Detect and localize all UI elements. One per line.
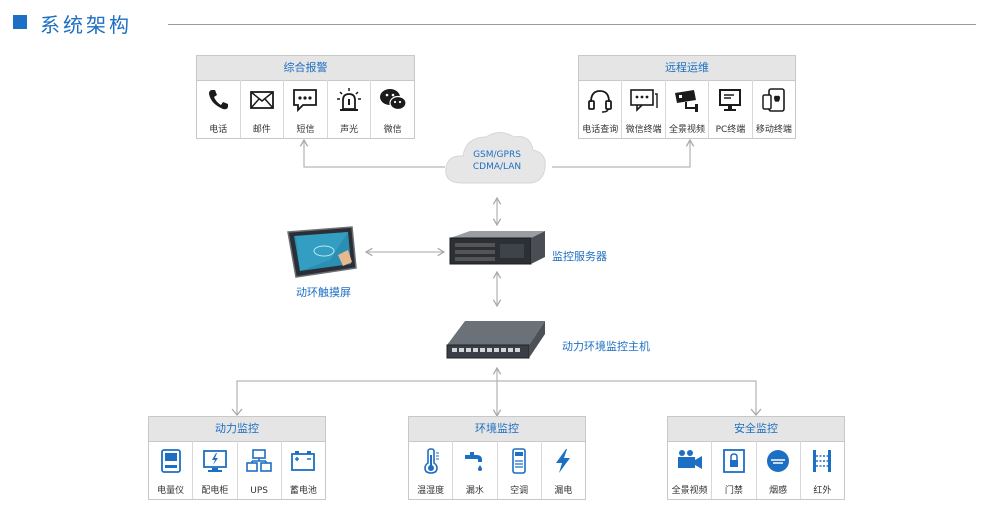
alarm-item-light: 声光 <box>328 80 372 138</box>
mobile-icon <box>762 88 785 112</box>
alarm-item-label: 邮件 <box>252 125 271 135</box>
thermometer-icon <box>423 448 439 474</box>
infrared-icon <box>813 450 832 472</box>
env-item-ac: 空调 <box>498 441 542 499</box>
alarm-item-sms: 短信 <box>284 80 328 138</box>
remote-item-label: 电话查询 <box>582 125 619 135</box>
wechat-icon <box>379 89 407 111</box>
env-item-thermo: 温湿度 <box>409 441 454 499</box>
power-item-label: UPS <box>250 486 268 496</box>
remote-item-camera: 全景视频 <box>666 80 710 138</box>
touchscreen-device <box>287 226 357 278</box>
video-camera-icon <box>677 450 702 469</box>
security-item-video: 全景视频 <box>668 441 713 499</box>
power-item-battery: 蓄电池 <box>282 441 325 499</box>
remote-item-label: 全景视频 <box>669 125 706 135</box>
power-item-label: 电量仪 <box>157 486 185 496</box>
monitor-icon <box>719 89 742 111</box>
alarm-item-label: 短信 <box>296 125 315 135</box>
panel-remote: 远程运维 电话查询 微信终端 <box>578 55 796 139</box>
power-item-meter: 电量仪 <box>149 441 194 499</box>
network-line-2: CDMA/LAN <box>472 162 522 172</box>
power-item-label: 配电柜 <box>201 486 229 496</box>
panel-security-title: 安全监控 <box>668 417 844 442</box>
title-marker <box>13 15 27 29</box>
power-item-ups: UPS <box>238 441 282 499</box>
host-label: 动力环境监控主机 <box>562 340 650 353</box>
security-item-door: 门禁 <box>712 441 757 499</box>
camera-icon <box>675 90 699 112</box>
door-lock-icon <box>722 449 745 473</box>
link-cloud-remote <box>552 138 695 168</box>
security-item-label: 全景视频 <box>671 486 708 496</box>
env-item-label: 漏电 <box>554 486 573 496</box>
remote-item-label: PC终端 <box>715 125 746 135</box>
mail-icon <box>249 91 274 109</box>
water-leak-icon <box>464 452 482 471</box>
alarm-item-mail: 邮件 <box>241 80 285 138</box>
remote-item-phone-query: 电话查询 <box>579 80 623 138</box>
touchscreen-label: 动环触摸屏 <box>296 286 351 299</box>
host-device <box>446 321 545 359</box>
panel-env-title: 环境监控 <box>409 417 585 442</box>
alarm-item-label: 微信 <box>383 125 402 135</box>
security-item-label: 烟感 <box>769 486 788 496</box>
link-cloud-alarm <box>299 138 445 168</box>
title-divider <box>168 24 976 25</box>
env-item-label: 温湿度 <box>417 486 445 496</box>
security-item-label: 红外 <box>813 486 832 496</box>
remote-item-label: 移动终端 <box>755 125 792 135</box>
alarm-item-label: 声光 <box>340 125 359 135</box>
alarm-light-icon <box>337 88 362 111</box>
panel-security: 安全监控 全景视频 门禁 烟感 <box>667 416 845 500</box>
ups-icon <box>246 449 272 472</box>
arrowhead-power <box>231 408 243 417</box>
arrowhead-security <box>750 408 762 417</box>
headset-icon <box>588 90 613 113</box>
alarm-item-phone: 电话 <box>197 80 241 138</box>
security-item-label: 门禁 <box>724 486 743 496</box>
sms-icon <box>293 89 318 113</box>
env-item-electric-leak: 漏电 <box>542 441 585 499</box>
env-item-label: 漏水 <box>465 486 484 496</box>
network-line-1: GSM/GPRS <box>473 150 521 160</box>
smoke-detector-icon <box>767 450 790 472</box>
panel-power: 动力监控 电量仪 配电柜 <box>148 416 326 500</box>
cloud-icon <box>445 132 546 184</box>
battery-icon <box>291 451 316 471</box>
power-item-label: 蓄电池 <box>289 486 317 496</box>
air-conditioner-icon <box>512 448 526 474</box>
alarm-item-wechat: 微信 <box>371 80 414 138</box>
security-item-infrared: 红外 <box>801 441 844 499</box>
remote-item-label: 微信终端 <box>625 125 662 135</box>
panel-alarm: 综合报警 电话 邮件 短信 <box>196 55 415 139</box>
lightning-icon <box>556 449 571 473</box>
env-item-label: 空调 <box>510 486 529 496</box>
power-item-cabinet: 配电柜 <box>193 441 238 499</box>
distribution-cabinet-icon <box>202 450 227 472</box>
server-label: 监控服务器 <box>552 250 607 263</box>
network-label: GSM/GPRS CDMA/LAN <box>452 149 542 173</box>
remote-item-mobile: 移动终端 <box>753 80 795 138</box>
security-item-smoke: 烟感 <box>757 441 801 499</box>
phone-icon <box>209 90 229 110</box>
link-bus <box>236 380 757 414</box>
remote-item-chat-terminal: 微信终端 <box>622 80 666 138</box>
page-title: 系统架构 <box>40 13 132 37</box>
alarm-item-label: 电话 <box>209 125 228 135</box>
panel-power-title: 动力监控 <box>149 417 325 442</box>
server-device <box>449 231 545 265</box>
panel-env: 环境监控 温湿度 漏水 空调 <box>408 416 586 500</box>
panel-remote-title: 远程运维 <box>579 56 795 81</box>
env-item-leak: 漏水 <box>453 441 498 499</box>
chat-terminal-icon <box>629 89 658 112</box>
meter-icon <box>160 449 181 473</box>
panel-alarm-title: 综合报警 <box>197 56 414 81</box>
remote-item-pc: PC终端 <box>709 80 753 138</box>
